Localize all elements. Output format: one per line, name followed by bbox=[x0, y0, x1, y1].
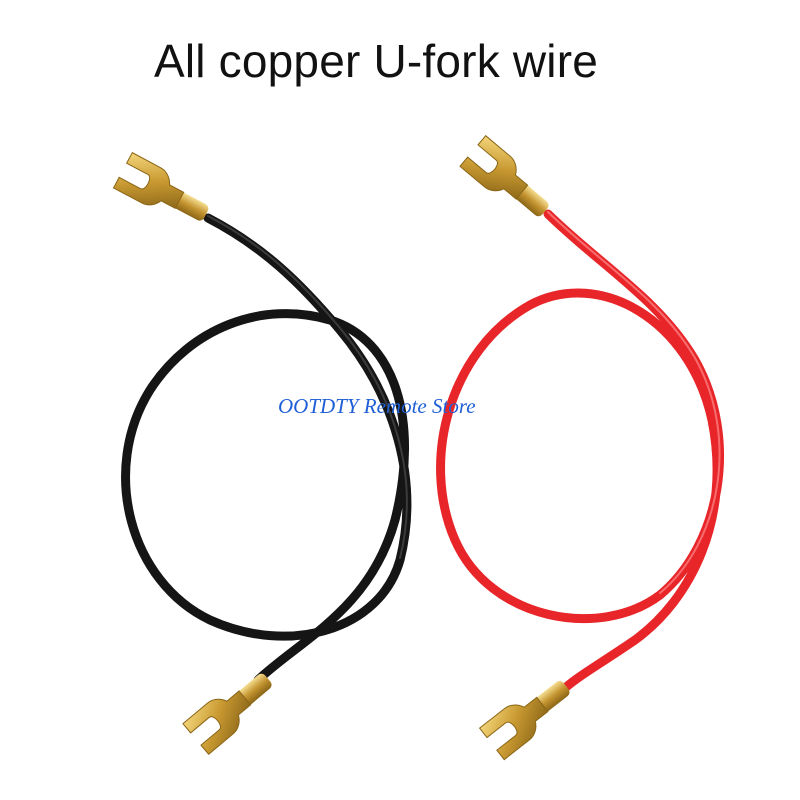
black-wire bbox=[121, 213, 412, 685]
red-cable bbox=[436, 134, 724, 761]
red-bottom-terminal bbox=[478, 680, 570, 761]
red-wire bbox=[436, 209, 724, 693]
page-title: All copper U-fork wire bbox=[153, 35, 599, 87]
store-watermark: OOTDTY Remote Store bbox=[278, 394, 476, 418]
black-bottom-terminal bbox=[182, 673, 272, 756]
red-wire-highlight bbox=[547, 211, 721, 594]
black-wire-highlight bbox=[207, 215, 408, 559]
red-top-terminal bbox=[459, 134, 549, 217]
black-top-terminal bbox=[112, 151, 209, 221]
black-cable bbox=[112, 151, 412, 756]
